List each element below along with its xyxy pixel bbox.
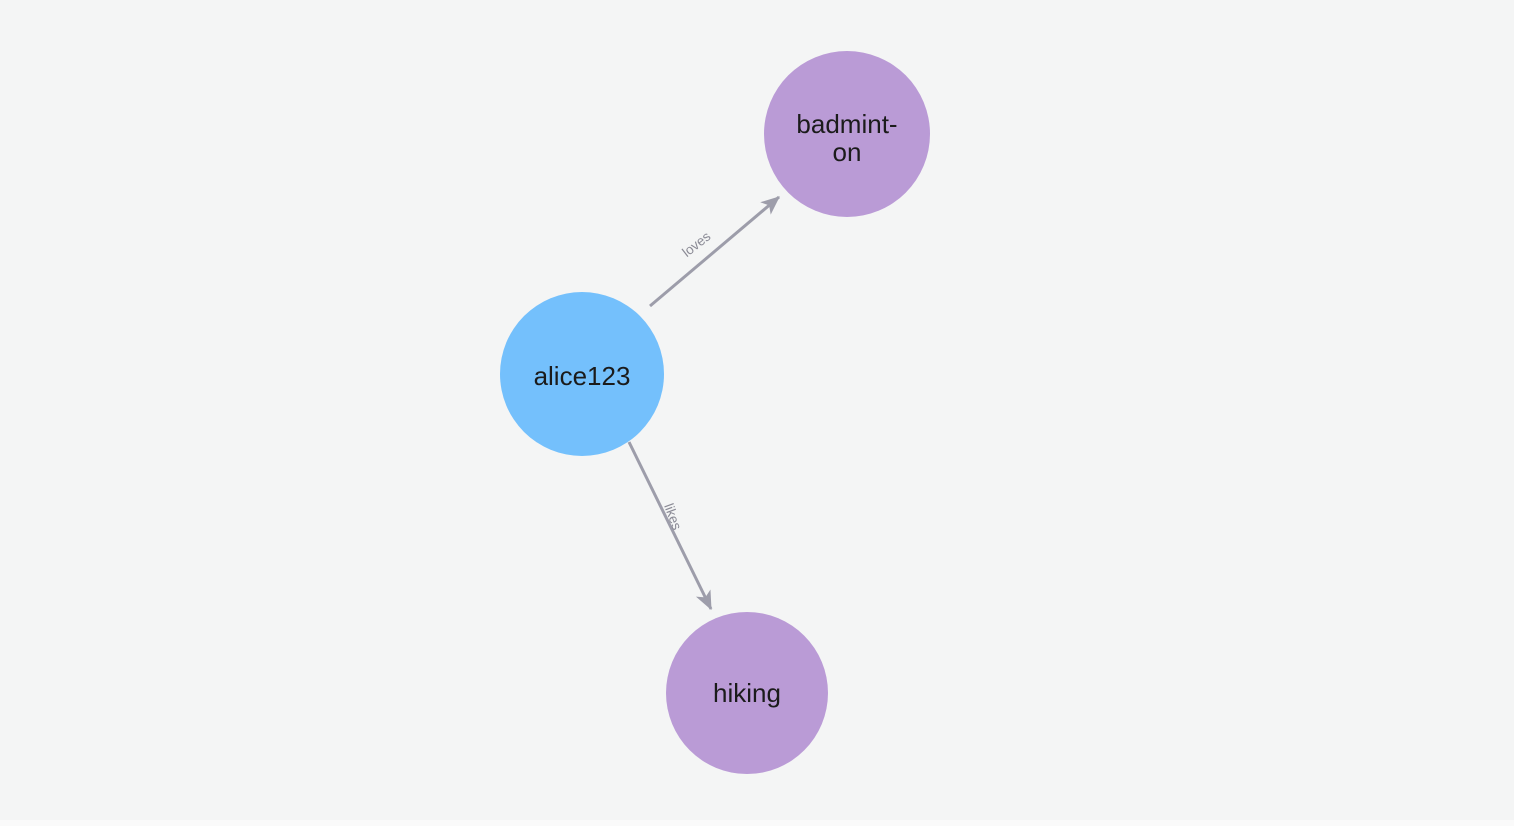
node-hiking[interactable]: hiking (666, 612, 828, 774)
edge-alice123-loves-badminton[interactable]: loves (649, 195, 780, 308)
node-badminton[interactable]: badmint- on (764, 51, 930, 217)
nodes-group: badmint- on alice123 hiking (500, 51, 930, 774)
node-circle-badminton[interactable] (764, 51, 930, 217)
edge-line[interactable] (627, 441, 713, 611)
node-circle-hiking[interactable] (666, 612, 828, 774)
node-circle-alice123[interactable] (500, 292, 664, 456)
canvas-bottom-strip (0, 820, 1514, 826)
node-alice123[interactable]: alice123 (500, 292, 664, 456)
edge-alice123-likes-hiking[interactable]: likes (627, 441, 713, 611)
edge-line[interactable] (649, 195, 780, 308)
